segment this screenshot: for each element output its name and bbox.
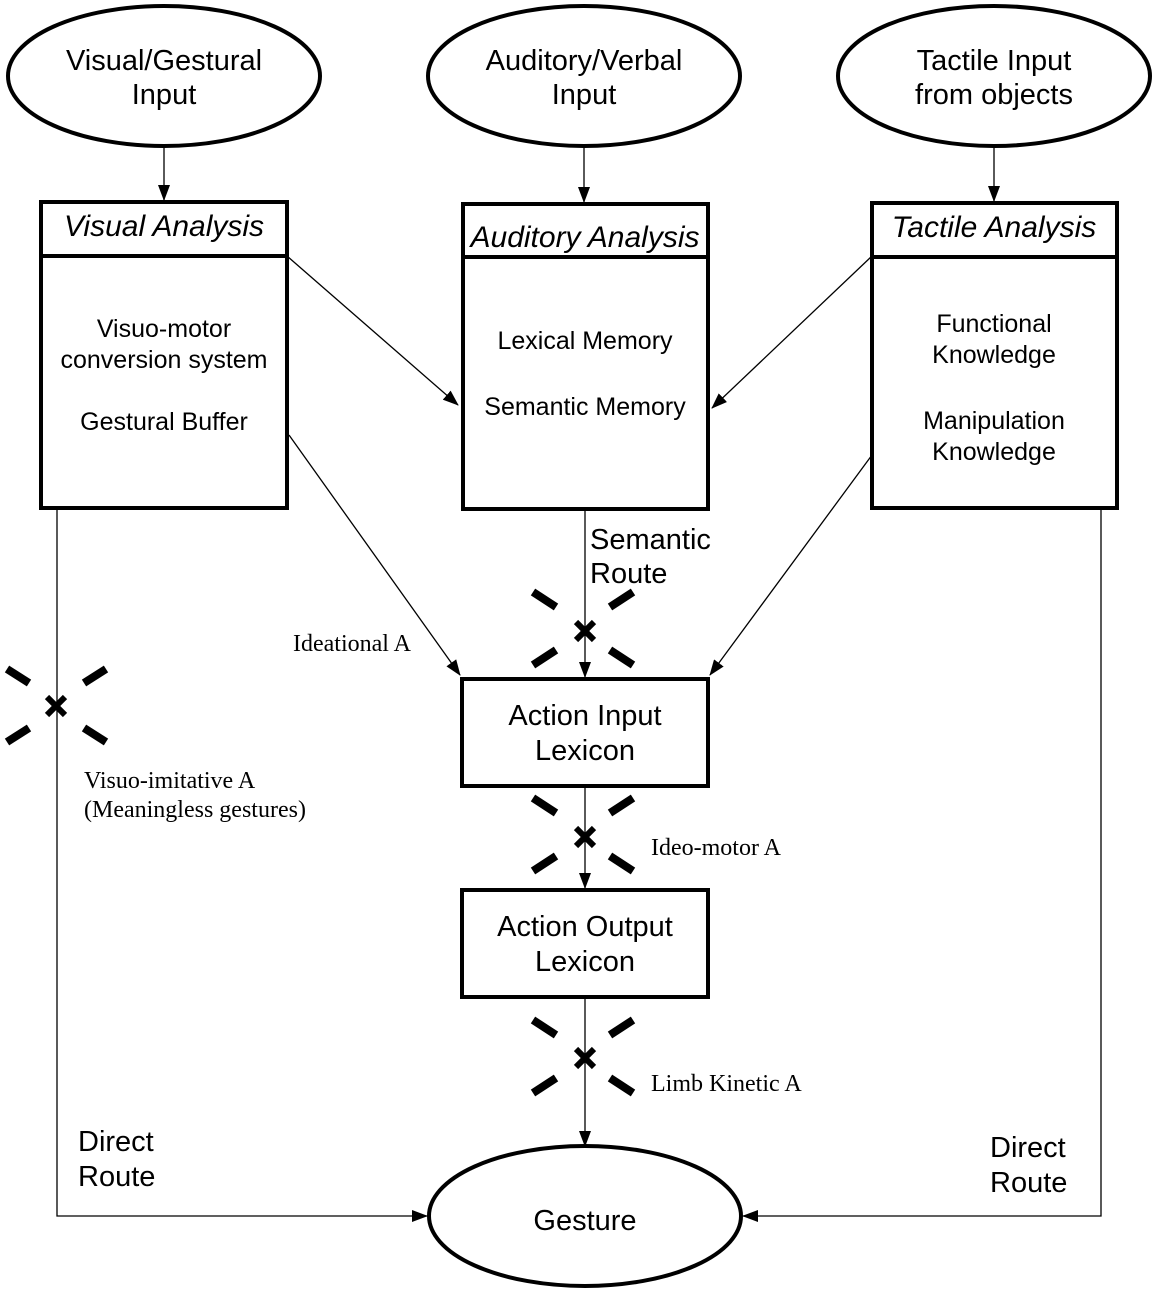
- lesion-mark-limb-kinetic: [530, 1016, 636, 1097]
- direct-route-right-line-2: Route: [990, 1167, 1067, 1199]
- visual-gestural-input-node: Visual/Gestural Input: [6, 4, 322, 148]
- auditory-analysis-line-1: Lexical Memory: [497, 327, 673, 355]
- auditory-input-line-1: Auditory/Verbal: [486, 45, 683, 77]
- action-input-lexicon-box: Action Input Lexicon: [460, 677, 710, 788]
- ideo-motor-apraxia-label: Ideo-motor A: [651, 835, 782, 861]
- tactile-input-node: Tactile Input from objects: [836, 4, 1152, 148]
- action-input-lexicon-line-2: Lexicon: [535, 735, 635, 767]
- lesion-mark-ideational: [530, 588, 636, 669]
- action-input-lexicon-line-1: Action Input: [508, 700, 661, 732]
- auditory-analysis-line-2: Semantic Memory: [484, 393, 686, 421]
- lesion-mark-visuo-imitative: [4, 665, 109, 746]
- tactile-analysis-line-2: Knowledge: [932, 341, 1056, 369]
- visual-analysis-box: Visual Analysis Visuo-motor conversion s…: [39, 200, 289, 510]
- direct-route-left-line-1: Direct: [78, 1126, 154, 1158]
- action-output-lexicon-box: Action Output Lexicon: [460, 888, 710, 999]
- auditory-analysis-box: Auditory Analysis Lexical Memory Semanti…: [461, 202, 710, 511]
- arrow-visual-to-action-input-lexicon: [288, 434, 461, 676]
- arrow-direct-route-right: [742, 508, 1102, 1222]
- connections: [56, 146, 1102, 1222]
- gesture-label: Gesture: [533, 1205, 636, 1237]
- visuo-imitative-apraxia-label-line-2: (Meaningless gestures): [84, 797, 306, 823]
- semantic-route-label-line-1: Semantic: [590, 524, 711, 556]
- visual-analysis-line-2: conversion system: [60, 346, 267, 374]
- visuo-imitative-apraxia-label-line-1: Visuo-imitative A: [84, 768, 256, 794]
- ideational-apraxia-label: Ideational A: [293, 631, 412, 657]
- tactile-analysis-line-4: Knowledge: [932, 438, 1056, 466]
- tactile-input-line-2: from objects: [915, 79, 1073, 111]
- visual-input-line-2: Input: [132, 79, 197, 111]
- visual-analysis-line-3: Gestural Buffer: [80, 408, 248, 436]
- semantic-route-label-line-2: Route: [590, 558, 667, 590]
- arrow-tactile-to-action-input-lexicon: [709, 454, 873, 676]
- tactile-analysis-title: Tactile Analysis: [892, 211, 1097, 244]
- visual-input-line-1: Visual/Gestural: [66, 45, 262, 77]
- limb-kinetic-apraxia-label: Limb Kinetic A: [651, 1071, 802, 1097]
- gesture-output-node: Gesture: [427, 1144, 743, 1288]
- action-output-lexicon-line-1: Action Output: [497, 911, 673, 943]
- tactile-analysis-box: Tactile Analysis Functional Knowledge Ma…: [870, 201, 1119, 510]
- tactile-analysis-line-3: Manipulation: [923, 407, 1065, 435]
- lesion-mark-ideo-motor: [530, 794, 636, 875]
- visual-analysis-line-1: Visuo-motor: [97, 315, 231, 343]
- tactile-input-line-1: Tactile Input: [917, 45, 1072, 77]
- arrow-tactile-to-auditory-analysis: [711, 255, 873, 409]
- tactile-analysis-line-1: Functional: [936, 310, 1051, 338]
- direct-route-right-line-1: Direct: [990, 1132, 1066, 1164]
- visual-analysis-title: Visual Analysis: [64, 210, 264, 243]
- auditory-analysis-title: Auditory Analysis: [469, 221, 700, 254]
- direct-route-left-line-2: Route: [78, 1161, 155, 1193]
- action-output-lexicon-line-2: Lexicon: [535, 946, 635, 978]
- auditory-verbal-input-node: Auditory/Verbal Input: [426, 4, 742, 148]
- auditory-input-line-2: Input: [552, 79, 617, 111]
- arrow-visual-to-auditory-analysis: [286, 255, 459, 406]
- arrow-direct-route-left: [56, 508, 428, 1222]
